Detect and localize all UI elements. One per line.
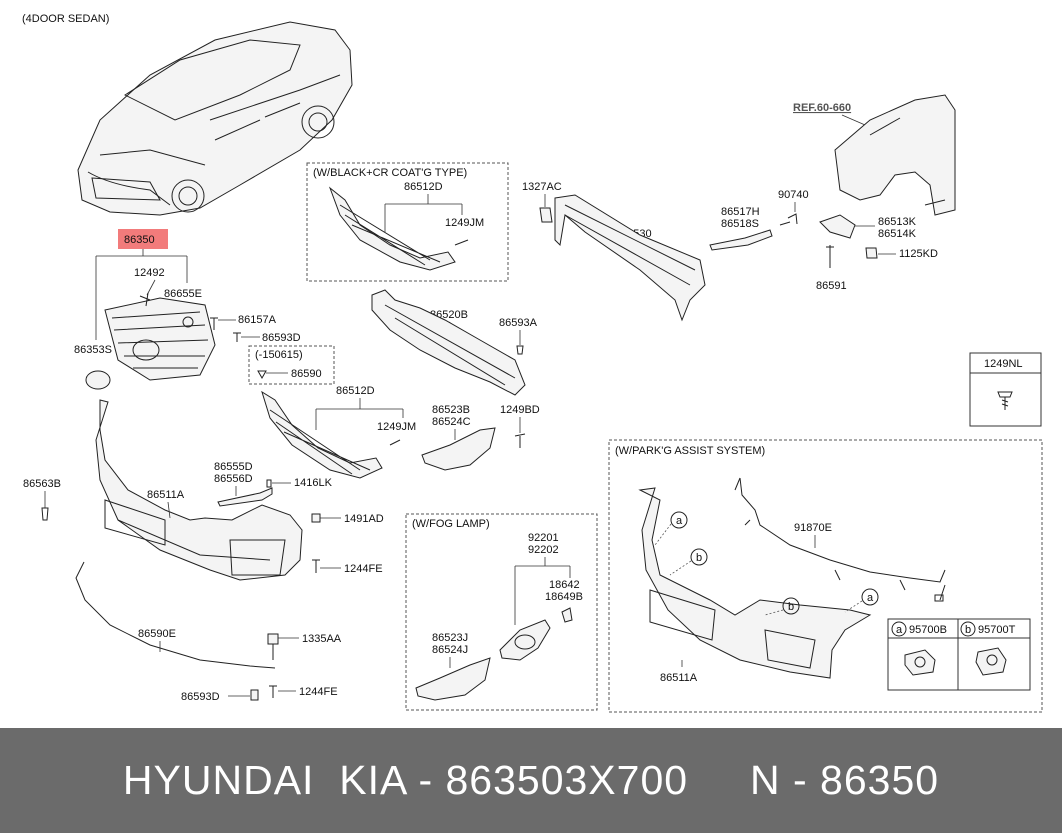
date-code-group-box: [248, 345, 335, 385]
part-label-86523J[interactable]: 86523J: [432, 632, 468, 644]
footer-bar: HYUNDAI KIA - 863503X700 N - 86350: [0, 728, 1062, 833]
black-cr-group-box: [306, 162, 509, 282]
part-label-86590E[interactable]: 86590E: [138, 628, 176, 640]
sensor-a-icon: [904, 649, 936, 676]
fog-lamp-group-box: [405, 513, 598, 711]
parts-diagram: (4DOOR SEDAN) 86350 12492 86655E 86353S …: [22, 13, 1043, 713]
part-label-1125KD[interactable]: 1125KD: [899, 248, 938, 260]
fog-cover-j-drawing: [415, 657, 491, 701]
lower-grille-top-drawing: [328, 186, 469, 271]
part-label-86593A[interactable]: 86593A: [499, 317, 538, 329]
bumper-beam-drawing: [554, 194, 706, 322]
part-label-1244FE-top[interactable]: 1244FE: [344, 563, 383, 575]
park-assist-group-box: [608, 439, 1043, 713]
part-label-86511A-right[interactable]: 86511A: [660, 672, 698, 684]
footer-part-number: HYUNDAI KIA - 863503X700 N - 86350: [122, 757, 940, 803]
marker-a-1-label: a: [676, 515, 683, 527]
diagram-canvas: (4DOOR SEDAN) 86350 12492 86655E 86353S …: [22, 13, 1043, 713]
highlight-part-label[interactable]: 86350: [124, 234, 155, 246]
part-label-86556D[interactable]: 86556D: [214, 473, 253, 485]
part-label-92202[interactable]: 92202: [528, 544, 559, 556]
part-label-86157A[interactable]: 86157A: [238, 314, 277, 326]
part-label-86512D-mid[interactable]: 86512D: [336, 385, 375, 397]
lower-grille-mid-drawing: [261, 390, 401, 479]
fender-drawing: [834, 94, 956, 216]
part-label-90740[interactable]: 90740: [778, 189, 809, 201]
part-label-86518S[interactable]: 86518S: [721, 218, 759, 230]
sensor-legend-a-code[interactable]: 95700B: [909, 624, 947, 636]
part-label-1491AD[interactable]: 1491AD: [344, 513, 384, 525]
part-label-86593D-top[interactable]: 86593D: [262, 332, 301, 344]
part-label-1249JM-top[interactable]: 1249JM: [445, 217, 484, 229]
part-label-86590[interactable]: 86590: [291, 368, 322, 380]
part-label-86563B[interactable]: 86563B: [23, 478, 61, 490]
sensor-legend-b-code[interactable]: 95700T: [978, 624, 1016, 636]
part-label-1416LK[interactable]: 1416LK: [294, 477, 333, 489]
part-label-18649B[interactable]: 18649B: [545, 591, 583, 603]
black-cr-group-label: (W/BLACK+CR COAT'G TYPE): [313, 167, 467, 179]
sensor-b-icon: [975, 647, 1007, 676]
screw-icon: [997, 391, 1013, 410]
part-label-1244FE-bot[interactable]: 1244FE: [299, 686, 338, 698]
bumper-bracket-drawing: [371, 289, 526, 396]
legend-box-1249NL: [969, 352, 1042, 427]
part-label-1249BD[interactable]: 1249BD: [500, 404, 540, 416]
variant-label: (4DOOR SEDAN): [22, 13, 109, 25]
side-holder-drawing: [819, 214, 856, 239]
marker-b-2: [782, 597, 800, 615]
park-assist-group-label: (W/PARK'G ASSIST SYSTEM): [615, 445, 765, 457]
sensor-legend-a-marker: a: [896, 624, 903, 636]
sensor-legend-b-marker: b: [965, 624, 971, 636]
part-label-86511A-left[interactable]: 86511A: [147, 489, 185, 501]
part-label-86524C[interactable]: 86524C: [432, 416, 471, 428]
part-label-86555D[interactable]: 86555D: [214, 461, 253, 473]
part-label-86513K[interactable]: 86513K: [878, 216, 917, 228]
part-label-86514K[interactable]: 86514K: [878, 228, 917, 240]
date-code-label: (-150615): [255, 349, 303, 361]
part-label-86512D-top[interactable]: 86512D: [404, 181, 443, 193]
radiator-grille-drawing: [85, 292, 216, 390]
part-label-86593D-bot[interactable]: 86593D: [181, 691, 220, 703]
marker-b-1-label: b: [696, 552, 702, 564]
fog-lamp-drawing: [499, 619, 551, 661]
part-label-92201[interactable]: 92201: [528, 532, 559, 544]
marker-a-2-label: a: [867, 592, 874, 604]
part-label-86523B[interactable]: 86523B: [432, 404, 470, 416]
part-label-18642[interactable]: 18642: [549, 579, 580, 591]
side-bracket-drawing: [709, 229, 773, 251]
part-label-86524J[interactable]: 86524J: [432, 644, 468, 656]
wiring-harness-drawing: [734, 477, 946, 602]
rear-bumper-park-drawing: [638, 487, 872, 679]
part-label-1249JM-mid[interactable]: 1249JM: [377, 421, 416, 433]
legend-box-code[interactable]: 1249NL: [984, 358, 1023, 370]
sensor-legend-box: [887, 618, 1031, 691]
part-label-86517H[interactable]: 86517H: [721, 206, 760, 218]
part-label-1327AC[interactable]: 1327AC: [522, 181, 562, 193]
highlight-box: [118, 229, 168, 249]
fog-lamp-group-label: (W/FOG LAMP): [412, 518, 490, 530]
marker-b-2-label: b: [788, 601, 794, 613]
fog-cover-drawing: [421, 427, 496, 471]
front-bumper-drawing: [95, 399, 303, 581]
marker-a-1: [670, 511, 688, 529]
part-label-12492[interactable]: 12492: [134, 267, 165, 279]
part-label-86655E[interactable]: 86655E: [164, 288, 202, 300]
ref-label[interactable]: REF.60-660: [793, 102, 851, 114]
part-label-86353S[interactable]: 86353S: [74, 344, 112, 356]
part-label-1335AA[interactable]: 1335AA: [302, 633, 342, 645]
marker-b-1: [690, 548, 708, 566]
part-label-91870E[interactable]: 91870E: [794, 522, 832, 534]
car-illustration: [77, 21, 353, 216]
part-label-86591[interactable]: 86591: [816, 280, 847, 292]
marker-a-2: [861, 588, 879, 606]
